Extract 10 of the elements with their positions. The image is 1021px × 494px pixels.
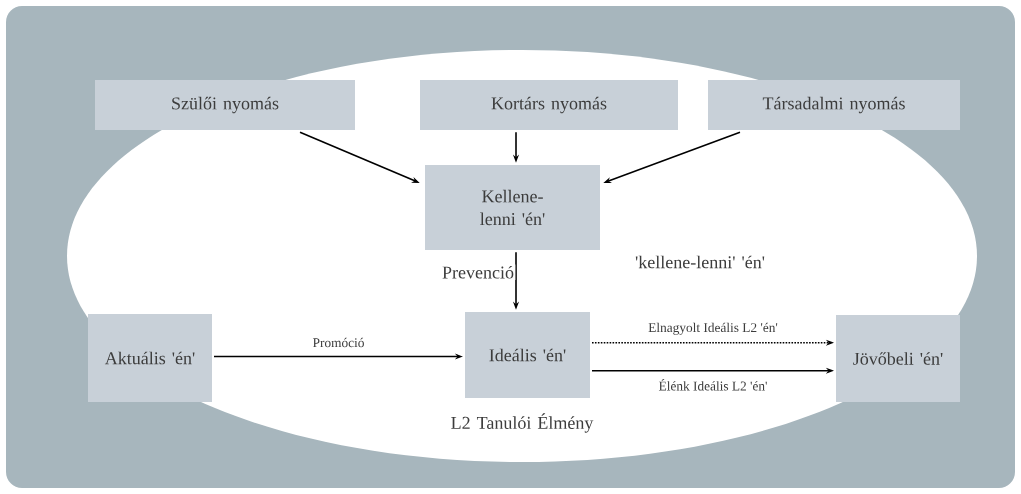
text-box: Aktuális 'én' <box>88 314 212 402</box>
edge-label: Elnagyolt Ideális L2 'én' <box>646 321 780 337</box>
text-box: Szülői nyomás <box>95 80 355 130</box>
text-box: Kellene-lenni 'én' <box>425 165 600 250</box>
text-box: Kortárs nyomás <box>420 80 678 130</box>
text-box: Ideális 'én' <box>465 312 590 398</box>
text-box: Társadalmi nyomás <box>708 80 960 130</box>
text-box: Jövőbeli 'én' <box>836 315 960 402</box>
edge-label: Promóció <box>311 336 366 349</box>
note-text: 'kellene-lenni' 'én' <box>635 255 765 269</box>
